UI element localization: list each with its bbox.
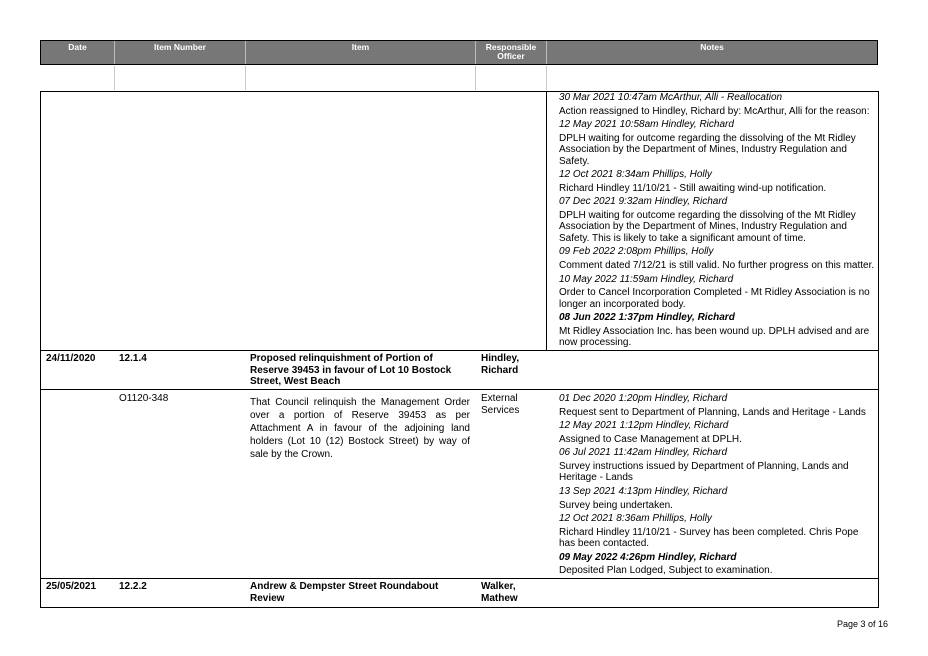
record-item-number: 12.2.2 (119, 581, 147, 592)
note-entry: Comment dated 7/12/21 is still valid. No… (559, 259, 875, 271)
action-officer: External Services (481, 393, 520, 416)
header-item: Item (246, 41, 476, 64)
record-item-number: 12.1.4 (119, 353, 147, 364)
note-entry: 01 Dec 2020 1:20pm Hindley, Richard (559, 393, 728, 404)
column-guide (114, 66, 115, 90)
record-title: Proposed relinquishment of Portion of Re… (250, 353, 452, 387)
note-entry: Assigned to Case Management at DPLH. (559, 433, 742, 445)
note-entry: 09 May 2022 4:26pm Hindley, Richard (559, 551, 737, 563)
note-entry: 06 Jul 2021 11:42am Hindley, Richard (559, 447, 728, 459)
note-entry: 13 Sep 2021 4:13pm Hindley, Richard (559, 485, 728, 497)
page-number: Page 3 of 16 (836, 619, 888, 629)
column-divider (546, 92, 547, 351)
record-officer: Walker, Mathew (481, 581, 518, 604)
column-guide (245, 66, 246, 90)
action-number: O1120-348 (119, 393, 169, 404)
note-entry: 08 Jun 2022 1:37pm Hindley, Richard (559, 312, 735, 324)
note-entry: 12 May 2021 10:58am Hindley, Richard (559, 119, 734, 131)
note-entry: Mt Ridley Association Inc. has been woun… (559, 325, 870, 349)
note-entry: DPLH waiting for outcome regarding the d… (559, 132, 856, 167)
record-title: Andrew & Dempster Street Roundabout Revi… (250, 581, 439, 604)
header-date: Date (41, 41, 115, 64)
note-entry: 30 Mar 2021 10:47am McArthur, Alli - Rea… (559, 92, 783, 103)
note-entry: 12 Oct 2021 8:34am Phillips, Holly (559, 169, 712, 181)
note-entry: Request sent to Department of Planning, … (559, 406, 866, 418)
note-entry: DPLH waiting for outcome regarding the d… (559, 209, 856, 244)
record-officer: Hindley, Richard (481, 353, 520, 376)
column-guide (546, 66, 547, 90)
record-notes: 01 Dec 2020 1:20pm Hindley, Richard Requ… (559, 393, 877, 579)
header-item-number: Item Number (115, 41, 246, 64)
note-entry: 07 Dec 2021 9:32am Hindley, Richard (559, 196, 728, 208)
continuation-notes: 30 Mar 2021 10:47am McArthur, Alli - Rea… (559, 92, 877, 351)
note-entry: Survey being undertaken. (559, 499, 673, 511)
note-entry: Action reassigned to Hindley, Richard by… (559, 105, 870, 117)
record-date: 24/11/2020 (46, 353, 96, 364)
row-divider (41, 389, 878, 390)
note-entry: Order to Cancel Incorporation Completed … (559, 287, 870, 310)
note-entry: 09 Feb 2022 2:08pm Phillips, Holly (559, 246, 714, 258)
table-header: Date Item Number Item Responsible Office… (40, 40, 878, 65)
header-responsible-officer: Responsible Officer (476, 41, 547, 64)
actions-table: 30 Mar 2021 10:47am McArthur, Alli - Rea… (40, 91, 879, 608)
note-entry: Richard Hindley 11/10/21 - Survey has be… (559, 526, 859, 550)
column-guide (475, 66, 476, 90)
header-notes: Notes (700, 42, 724, 52)
row-divider (41, 350, 878, 351)
record-date: 25/05/2021 (46, 581, 97, 592)
action-description: That Council relinquish the Management O… (250, 397, 470, 460)
note-entry: Richard Hindley 11/10/21 - Still awaitin… (559, 182, 827, 194)
note-entry: 12 Oct 2021 8:36am Phillips, Holly (559, 513, 712, 525)
note-entry: Deposited Plan Lodged, Subject to examin… (559, 565, 773, 577)
note-entry: 10 May 2022 11:59am Hindley, Richard (559, 273, 734, 285)
note-entry: 12 May 2021 1:12pm Hindley, Richard (559, 420, 729, 432)
row-divider (41, 578, 878, 579)
note-entry: Survey instructions issued by Department… (559, 460, 849, 484)
